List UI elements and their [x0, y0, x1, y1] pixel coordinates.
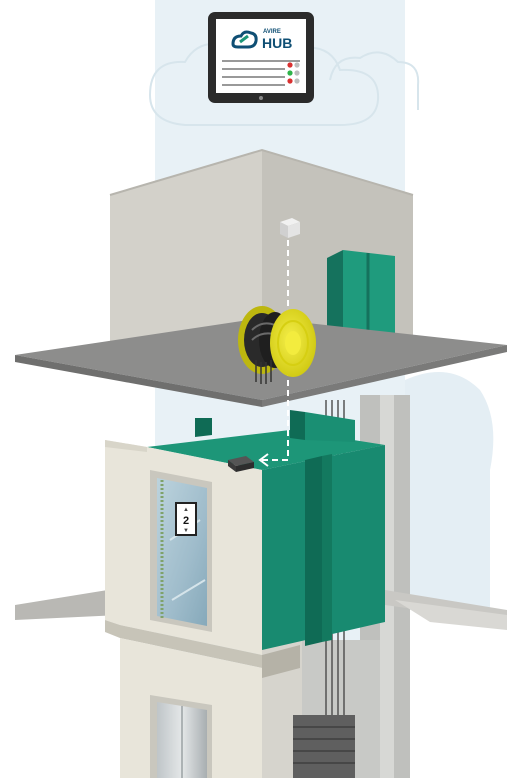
status-dot [287, 78, 292, 83]
avire-hub-tablet: AVIRE HUB [208, 12, 314, 103]
status-dot [287, 62, 292, 67]
wall-gateway [280, 218, 300, 238]
floor-indicator: ▲ 2 ▼ [176, 503, 196, 535]
status-dot [294, 78, 299, 83]
status-dot [287, 70, 292, 75]
status-dot [294, 62, 299, 67]
svg-text:▼: ▼ [183, 528, 189, 534]
status-dot [294, 70, 299, 75]
floor-number: 2 [183, 515, 189, 527]
landing-door [150, 470, 212, 632]
svg-text:▲: ▲ [183, 507, 189, 513]
counterweight [293, 715, 355, 778]
hub-brand-main: HUB [262, 35, 292, 51]
lower-landing-door [150, 695, 212, 778]
